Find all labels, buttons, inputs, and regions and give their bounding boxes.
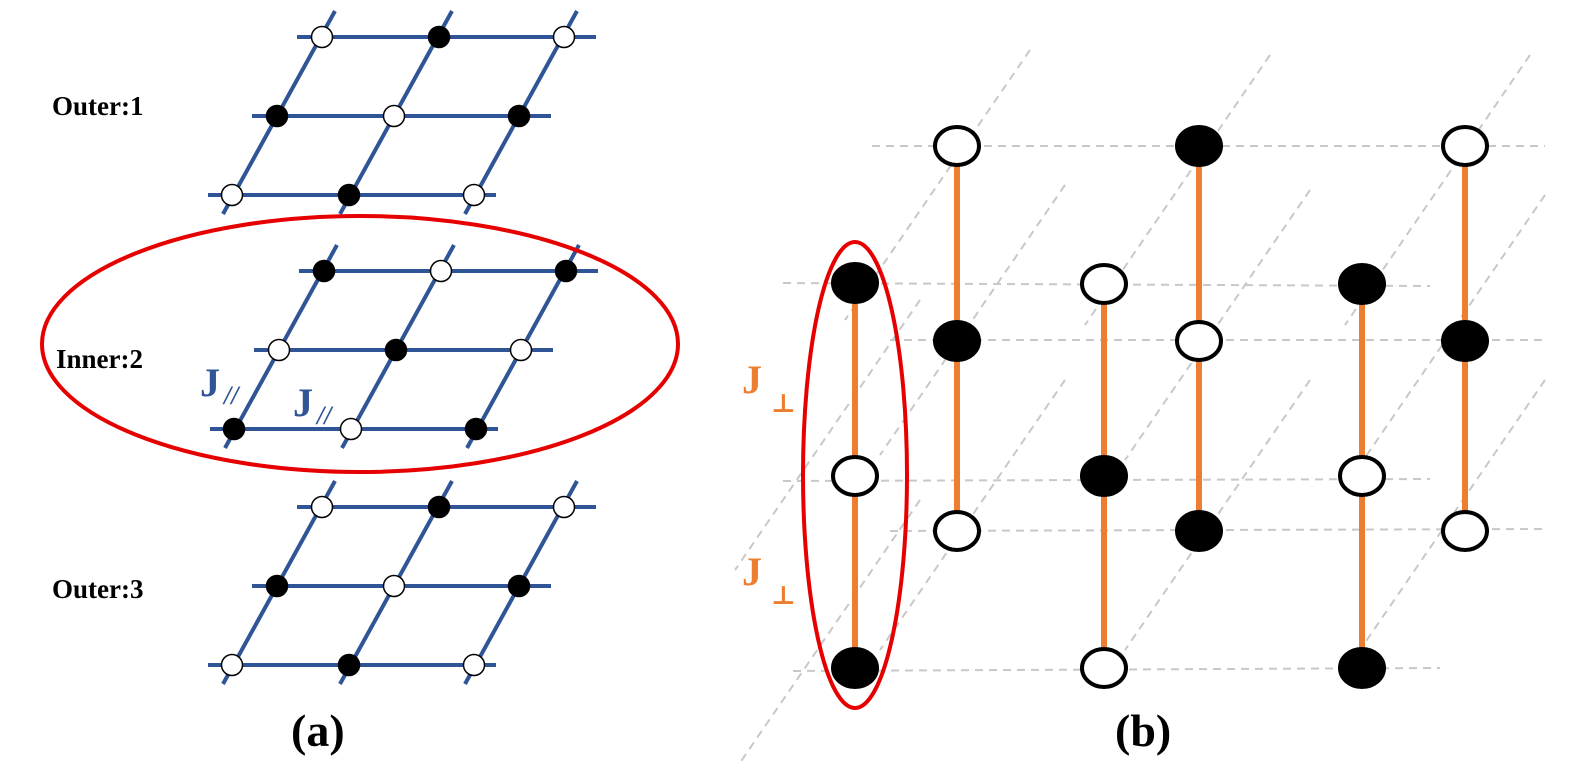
svg-text:J: J	[293, 380, 313, 425]
filled-site	[507, 104, 531, 128]
filled-site	[933, 320, 981, 362]
guide-line	[1359, 379, 1546, 651]
filled-site	[265, 574, 289, 598]
filled-site	[337, 183, 361, 207]
filled-site	[831, 262, 879, 304]
empty-site	[1080, 647, 1128, 689]
filled-site	[1338, 263, 1386, 305]
empty-site	[933, 125, 981, 167]
svg-text:J: J	[742, 549, 762, 594]
filled-site	[1080, 455, 1128, 497]
interlayer-coupling-label: J ⊥	[742, 549, 796, 610]
lattice-layer	[208, 480, 596, 685]
filled-site	[1441, 320, 1489, 362]
empty-site	[933, 510, 981, 552]
filled-site	[554, 259, 578, 283]
empty-site	[1441, 125, 1489, 167]
empty-site	[382, 574, 406, 598]
panel-a-bilayer-lattices: Outer:1 Inner:2 Outer:3 J // J // (a)	[40, 10, 680, 756]
svg-text:J: J	[200, 360, 220, 405]
empty-site	[267, 338, 291, 362]
filled-site	[222, 417, 246, 441]
filled-site	[337, 653, 361, 677]
filled-site	[384, 338, 408, 362]
empty-site	[310, 25, 334, 49]
svg-text://: //	[315, 401, 334, 430]
filled-site	[1175, 510, 1223, 552]
filled-site	[265, 104, 289, 128]
vertical-chain	[831, 262, 879, 689]
filled-site	[427, 495, 451, 519]
empty-site	[552, 25, 576, 49]
empty-site	[1338, 455, 1386, 497]
vertical-chain	[933, 125, 981, 552]
empty-site	[831, 455, 879, 497]
empty-site	[462, 183, 486, 207]
lattice-layer	[208, 10, 596, 215]
interlayer-coupling-label: J ⊥	[742, 357, 796, 418]
layer-label-outer-1: Outer:1	[52, 91, 143, 121]
empty-site	[339, 417, 363, 441]
interlayer-chains	[831, 125, 1489, 689]
filled-site	[831, 647, 879, 689]
guide-line	[738, 499, 921, 763]
empty-site	[1175, 320, 1223, 362]
guide-line	[879, 184, 1066, 456]
empty-site	[1080, 263, 1128, 305]
empty-site	[1441, 510, 1489, 552]
empty-site	[382, 104, 406, 128]
empty-site	[429, 259, 453, 283]
panel-b-vertical-chains: J ⊥ J ⊥ (b)	[734, 49, 1546, 763]
filled-site	[1175, 125, 1223, 167]
layer-label-inner-2: Inner:2	[56, 344, 143, 374]
svg-text:⊥: ⊥	[771, 581, 796, 610]
filled-site	[312, 259, 336, 283]
guide-line	[1124, 189, 1311, 461]
empty-site	[310, 495, 334, 519]
lattice-layers	[208, 10, 598, 685]
filled-site	[464, 417, 488, 441]
svg-text:J: J	[742, 357, 762, 402]
empty-site	[220, 183, 244, 207]
svg-text:⊥: ⊥	[771, 389, 796, 418]
panel-b-caption: (b)	[1115, 705, 1171, 756]
panel-a-caption: (a)	[291, 705, 345, 756]
guide-line	[1124, 379, 1311, 651]
empty-site	[552, 495, 576, 519]
empty-site	[220, 653, 244, 677]
vertical-chain	[1338, 263, 1386, 689]
guide-line	[1359, 194, 1546, 466]
empty-site	[462, 653, 486, 677]
filled-site	[507, 574, 531, 598]
svg-text://: //	[222, 381, 241, 410]
vertical-chain	[1080, 263, 1128, 689]
guide-line	[879, 379, 1066, 651]
vertical-chain	[1175, 125, 1223, 552]
intralayer-coupling-label: J //	[200, 360, 241, 410]
lattice-layer	[210, 244, 598, 449]
vertical-chain	[1441, 125, 1489, 552]
empty-site	[509, 338, 533, 362]
inner-layer-highlight-ellipse	[40, 214, 680, 474]
filled-site	[427, 25, 451, 49]
guide-line	[734, 299, 921, 571]
layer-label-outer-3: Outer:3	[52, 574, 143, 604]
filled-site	[1338, 647, 1386, 689]
chain-highlight-ellipse	[801, 240, 909, 710]
intralayer-coupling-label: J //	[293, 380, 334, 430]
